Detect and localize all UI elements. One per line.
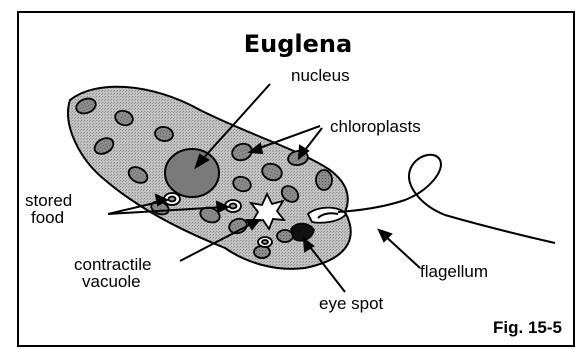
figure-label: Fig. 15-5: [493, 318, 562, 337]
chloroplast: [254, 246, 270, 258]
label-contractile-vacuole-line2: vacuole: [82, 272, 141, 291]
stored-food-granule: [230, 204, 237, 209]
label-nucleus: nucleus: [291, 66, 350, 85]
label-stored-food-line2: food: [31, 208, 64, 227]
chloroplast: [316, 170, 332, 190]
diagram-title: Euglena: [244, 30, 352, 58]
label-eye-spot: eye spot: [319, 294, 384, 313]
label-flagellum: flagellum: [420, 262, 488, 281]
nucleus: [165, 149, 219, 197]
label-chloroplasts: chloroplasts: [330, 117, 421, 136]
stored-food-granule: [262, 240, 268, 244]
chloroplast: [277, 230, 293, 242]
stored-food-granule: [169, 197, 176, 202]
